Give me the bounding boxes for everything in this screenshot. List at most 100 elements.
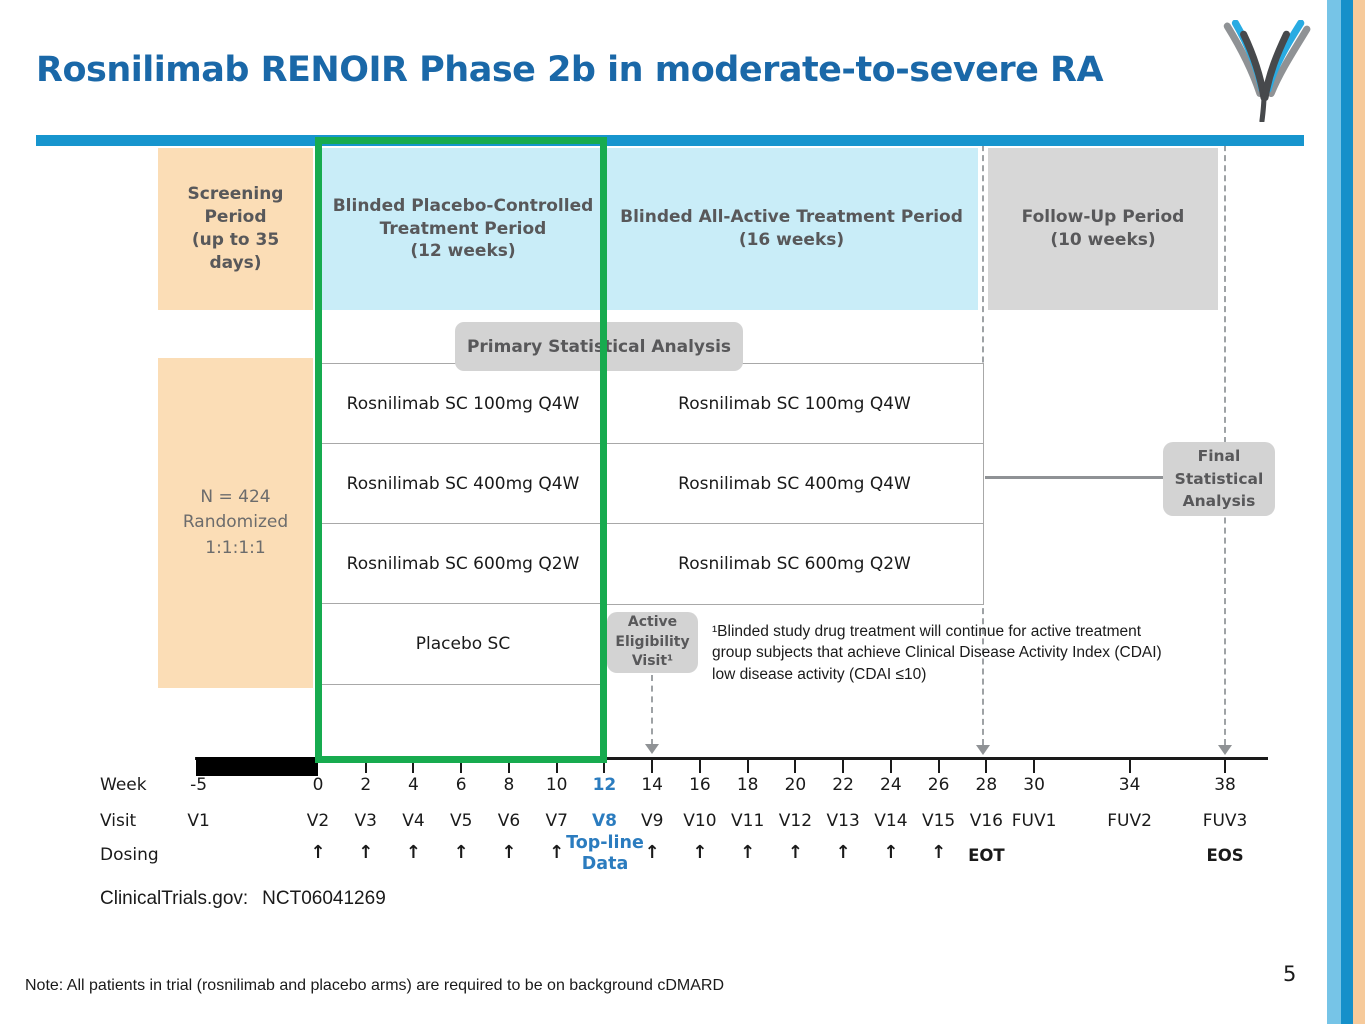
dosing-arrow: ↑	[358, 842, 374, 863]
visit-label: V16	[969, 811, 1003, 831]
visit-label: V1	[187, 811, 210, 831]
week-label: -5	[190, 775, 208, 795]
dosing-arrow: ↑	[740, 842, 756, 863]
week-label: 0	[312, 775, 324, 795]
week-tick	[555, 757, 558, 773]
arm-row-period1: Placebo SC	[321, 603, 605, 685]
week-tick	[651, 757, 654, 773]
dosing-eos-label: EOS	[1206, 846, 1244, 865]
dosing-arrow: ↑	[501, 842, 517, 863]
eos-dashed-line	[1224, 135, 1226, 745]
page-title: Rosnilimab RENOIR Phase 2b in moderate-t…	[36, 50, 1104, 90]
visit-label: V7	[545, 811, 568, 831]
period-box-all-active: Blinded All-Active Treatment Period (16 …	[605, 148, 978, 310]
week-tick	[603, 757, 606, 773]
dosing-arrow: ↑	[549, 842, 565, 863]
dosing-eot-label: EOT	[968, 846, 1005, 865]
dosing-arrow: ↑	[883, 842, 899, 863]
week-tick	[1224, 757, 1227, 773]
visit-label: V13	[826, 811, 860, 831]
week-tick	[937, 757, 940, 773]
week-tick	[842, 757, 845, 773]
visit-label: V3	[354, 811, 377, 831]
visit-label: V12	[778, 811, 813, 831]
week-label: 30	[1023, 775, 1045, 795]
visit-label: V15	[921, 811, 956, 831]
week-label: 22	[832, 775, 854, 795]
registry-line: ClinicalTrials.gov: NCT06041269	[100, 888, 386, 910]
footnote-text: ¹Blinded study drug treatment will conti…	[712, 623, 1162, 683]
week-label: 28	[975, 775, 998, 795]
week-tick	[460, 757, 463, 773]
topline-data-label: Top-line Data	[566, 833, 644, 874]
arm-row-period2: Rosnilimab SC 400mg Q4W	[605, 443, 984, 525]
page-number: 5	[1283, 962, 1297, 986]
visit-label: V14	[874, 811, 908, 831]
period-box-follow-up: Follow-Up Period (10 weeks)	[988, 148, 1218, 310]
dosing-arrow: ↑	[931, 842, 947, 863]
active-eligibility-callout: Active Eligibility Visit¹	[607, 612, 698, 673]
period-box-placebo-controlled: Blinded Placebo-Controlled Treatment Per…	[321, 148, 605, 310]
active-eligibility-dashed-line	[651, 675, 653, 745]
week-tick	[698, 757, 701, 773]
final-analysis-connector-line	[985, 476, 1163, 479]
dosing-arrow: ↑	[835, 842, 851, 863]
visit-label: V2	[306, 811, 330, 831]
week-label: 24	[880, 775, 902, 795]
visit-label: FUV3	[1202, 811, 1248, 831]
visit-label: V6	[497, 811, 521, 831]
dosing-arrow: ↑	[405, 842, 422, 863]
bottom-note: Note: All patients in trial (rosnilimab …	[25, 977, 725, 994]
dosing-arrow: ↑	[453, 842, 469, 863]
week-label: 6	[455, 775, 467, 795]
visit-label: V5	[449, 811, 473, 831]
week-label: 26	[927, 775, 950, 795]
arm-row-period1: Rosnilimab SC 600mg Q2W	[321, 523, 605, 605]
visit-label: FUV1	[1011, 811, 1057, 831]
company-logo-icon	[1223, 20, 1311, 122]
arm-row-period1: Rosnilimab SC 100mg Q4W	[321, 363, 605, 445]
week-label: 8	[503, 775, 515, 795]
period-box-screening: Screening Period (up to 35 days)	[158, 148, 313, 310]
week-label: 2	[360, 775, 372, 795]
primary-analysis-callout: Primary Statistical Analysis	[455, 322, 743, 371]
title-divider-bar	[36, 135, 1304, 146]
week-label: 38	[1214, 775, 1236, 795]
visit-label: V11	[731, 811, 765, 831]
visit-label: V9	[640, 811, 664, 831]
dosing-arrow: ↑	[787, 842, 803, 863]
arm-row-period1: Rosnilimab SC 400mg Q4W	[321, 443, 605, 525]
week-tick	[507, 757, 510, 773]
week-label: 34	[1118, 775, 1141, 795]
week-tick	[794, 757, 797, 773]
week-tick	[985, 757, 988, 773]
dosing-arrow: ↑	[692, 842, 708, 863]
eos-arrowhead-icon	[1218, 745, 1232, 755]
week-tick	[364, 757, 367, 773]
week-tick	[412, 757, 415, 773]
week-label: 4	[408, 775, 419, 795]
week-label: 16	[689, 775, 711, 795]
week-label: 10	[545, 775, 568, 795]
week-label: 12	[592, 775, 617, 795]
screening-period-bar	[196, 757, 318, 776]
registry-value: NCT06041269	[262, 888, 386, 909]
edge-stripe-dark-blue	[1341, 0, 1353, 1024]
randomization-box: N = 424 Randomized 1:1:1:1	[158, 358, 313, 688]
edge-stripe-light-blue	[1327, 0, 1341, 1024]
active-eligibility-arrowhead-icon	[645, 744, 659, 754]
dosing-arrow: ↑	[644, 842, 660, 863]
week-tick	[889, 757, 892, 773]
visit-row-caption: Visit	[100, 811, 137, 831]
final-analysis-callout: Final Statistical Analysis	[1163, 442, 1275, 516]
week-label: 20	[784, 775, 807, 795]
visit-label: FUV2	[1107, 811, 1152, 831]
week-label: 14	[641, 775, 663, 795]
registry-label: ClinicalTrials.gov:	[100, 888, 249, 909]
timeline-axis	[195, 757, 1268, 760]
eot-arrowhead-icon	[976, 745, 990, 755]
visit-label: V10	[683, 811, 717, 831]
arm-row-period2: Rosnilimab SC 100mg Q4W	[605, 363, 984, 445]
week-tick	[1128, 757, 1131, 773]
